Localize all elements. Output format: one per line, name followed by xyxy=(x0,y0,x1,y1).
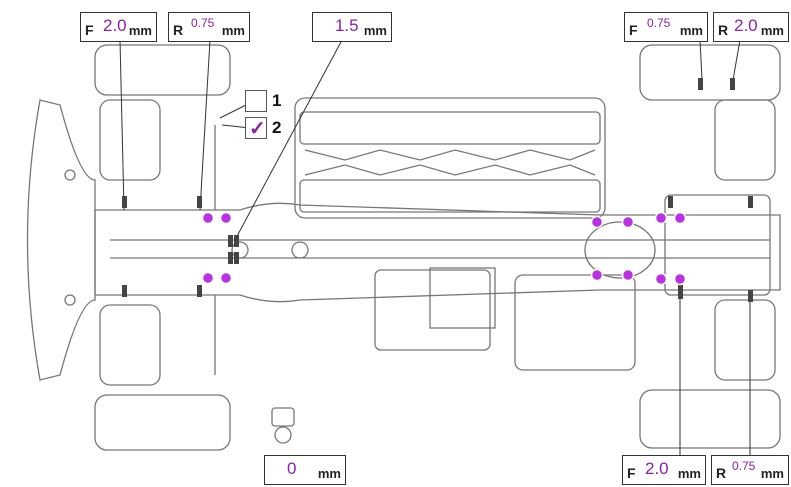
front-right-tire-bottom xyxy=(94,394,231,451)
motor-mount xyxy=(374,269,491,351)
shim-prefix: R xyxy=(173,22,184,38)
screw-marker xyxy=(201,211,215,225)
screw-marker xyxy=(590,268,604,282)
shim-unit: mm xyxy=(760,23,784,38)
screw-marker xyxy=(219,271,233,285)
shim-value: 2.0 xyxy=(734,16,758,35)
rear-gearbox xyxy=(664,194,771,296)
check-icon: ✓ xyxy=(249,118,266,140)
shim-box-front-left-top: F 2.0 mm xyxy=(80,12,157,42)
shim-unit: mm xyxy=(760,466,784,481)
screw-marker xyxy=(673,272,687,286)
front-left-tire xyxy=(94,44,231,96)
shim-box-bottom-center: 0 mm xyxy=(264,455,346,485)
shim-value: 0.75 xyxy=(647,16,671,30)
shim-box-rear-right-bottom: R 0.75 mm xyxy=(711,455,789,485)
battery-box xyxy=(294,97,606,219)
option-2-checkbox[interactable]: ✓ xyxy=(245,117,267,140)
shim-unit: mm xyxy=(128,23,152,38)
screw-marker xyxy=(590,215,604,229)
shim-prefix: R xyxy=(718,22,729,38)
shim-value: 0.75 xyxy=(732,459,756,473)
shim-value: 2.0 xyxy=(645,459,669,478)
spur-gear xyxy=(584,221,656,279)
shim-prefix: F xyxy=(629,22,638,38)
shim-unit: mm xyxy=(221,23,245,38)
chassis-plate xyxy=(94,202,781,303)
option-1-checkbox[interactable] xyxy=(245,90,267,112)
screw-marker xyxy=(621,268,635,282)
shim-value: 0 xyxy=(287,459,297,478)
option-2-label: 2 xyxy=(272,118,282,137)
shim-prefix: R xyxy=(716,465,727,481)
shim-box-rear-right-top: R 2.0 mm xyxy=(713,12,789,42)
screw-marker xyxy=(201,271,215,285)
front-bumper xyxy=(26,99,96,381)
shim-value: 2.0 xyxy=(103,16,127,35)
screw-marker xyxy=(621,215,635,229)
rear-bottom-tire xyxy=(639,389,781,449)
screw-marker xyxy=(219,211,233,225)
ball-stud xyxy=(274,426,292,444)
shim-prefix: F xyxy=(85,22,94,38)
shim-unit: mm xyxy=(363,23,387,38)
rear-top-tire xyxy=(639,44,781,101)
screw-marker xyxy=(673,211,687,225)
shim-box-center-top: 1.5 mm xyxy=(312,12,392,42)
shim-unit: mm xyxy=(677,466,701,481)
shim-box-front-right-top: F 0.75 mm xyxy=(624,12,708,42)
option-1-label: 1 xyxy=(272,91,282,110)
esc-unit xyxy=(514,274,636,371)
screw-marker xyxy=(654,272,668,286)
shim-value: 1.5 xyxy=(335,16,359,35)
shim-prefix: F xyxy=(627,465,636,481)
shim-unit: mm xyxy=(679,23,703,38)
shim-unit: mm xyxy=(317,466,341,481)
shim-box-rear-left-top: R 0.75 mm xyxy=(168,12,250,42)
shim-box-front-right-bottom: F 2.0 mm xyxy=(622,455,706,485)
screw-marker xyxy=(654,211,668,225)
shim-value: 0.75 xyxy=(191,16,215,30)
